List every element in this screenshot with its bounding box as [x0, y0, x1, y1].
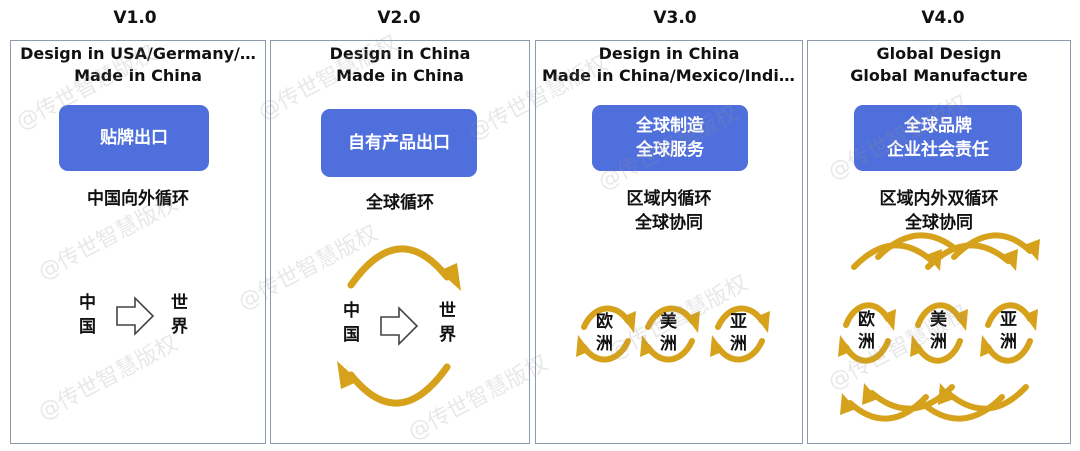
- china-char: 国: [343, 325, 360, 345]
- version-label-v1: V1.0: [113, 8, 157, 28]
- china-char: 中: [343, 301, 360, 321]
- americas-cycle-icon: [910, 302, 968, 364]
- cycle-arrow-top-icon: [347, 245, 451, 289]
- strategy-pill: 自有产品出口: [321, 109, 477, 177]
- version-label-v4: V4.0: [921, 8, 965, 28]
- cycle-description: 全球循环: [271, 191, 529, 215]
- europe-label: 欧 洲: [596, 311, 613, 355]
- europe-label: 欧 洲: [858, 309, 875, 353]
- region-char: 亚: [1000, 310, 1017, 330]
- strategy-pill: 全球制造 全球服务: [592, 105, 748, 171]
- pill-line: 全球品牌: [904, 116, 972, 136]
- region-char: 洲: [730, 334, 747, 354]
- panel-v3: Design in China Made in China/Mexico/Ind…: [535, 40, 803, 444]
- desc-line: 全球协同: [905, 213, 973, 233]
- cycle-arrow-bottom-icon: [347, 363, 451, 407]
- cycle-description: 中国向外循环: [11, 187, 265, 211]
- desc-line: 中国向外循环: [87, 189, 189, 209]
- cycle-description: 区域内循环 全球协同: [536, 187, 802, 235]
- desc-line: 全球循环: [366, 193, 434, 213]
- cycle-description: 区域内外双循环 全球协同: [808, 187, 1070, 235]
- regional-cycles-art: [576, 305, 770, 363]
- desc-line: 区域内循环: [626, 189, 712, 209]
- strategy-pill: 全球品牌 企业社会责任: [854, 105, 1022, 171]
- pill-line: 全球制造: [636, 116, 704, 136]
- world-char: 界: [439, 325, 456, 345]
- region-char: 美: [660, 312, 677, 332]
- world-label: 世 界: [171, 291, 188, 339]
- region-char: 欧: [858, 310, 875, 330]
- panel-v2: Design in China Made in China 自有产品出口 全球循…: [270, 40, 530, 444]
- china-char: 中: [79, 293, 96, 313]
- cycle-arrowhead-icon: [439, 263, 461, 291]
- pill-line: 全球服务: [636, 140, 704, 160]
- region-char: 洲: [858, 332, 875, 352]
- world-char: 界: [171, 317, 188, 337]
- europe-cycle-icon: [576, 305, 636, 363]
- export-arrow-icon: [380, 306, 419, 346]
- pill-line: 贴牌出口: [100, 128, 168, 148]
- panel-v1: Design in USA/Germany/… Made in China 贴牌…: [10, 40, 266, 444]
- europe-cycle-icon: [838, 302, 896, 364]
- region-char: 洲: [1000, 332, 1017, 352]
- americas-cycle-icon: [640, 305, 700, 363]
- outer-cycle-top-icon: [851, 232, 1040, 271]
- region-char: 欧: [596, 312, 613, 332]
- version-label-v2: V2.0: [377, 8, 421, 28]
- cycle-arrowhead-icon: [337, 361, 359, 389]
- asia-cycle-icon: [980, 302, 1038, 364]
- global-cycle-art: [337, 245, 461, 407]
- world-char: 世: [439, 301, 456, 321]
- china-label: 中 国: [343, 299, 360, 347]
- region-char: 美: [930, 310, 947, 330]
- dual-cycle-art: [838, 232, 1040, 422]
- world-char: 世: [171, 293, 188, 313]
- strategy-pill: 贴牌出口: [59, 105, 209, 171]
- desc-line: 全球协同: [635, 213, 703, 233]
- china-label: 中 国: [79, 291, 96, 339]
- outer-cycle-bottom-icon: [840, 383, 1029, 422]
- asia-cycle-icon: [710, 305, 770, 363]
- china-char: 国: [79, 317, 96, 337]
- desc-line: 区域内外双循环: [879, 189, 999, 209]
- asia-label: 亚 洲: [1000, 309, 1017, 353]
- version-label-v3: V3.0: [653, 8, 697, 28]
- region-char: 洲: [596, 334, 613, 354]
- americas-label: 美 洲: [930, 309, 947, 353]
- region-char: 亚: [730, 312, 747, 332]
- region-char: 洲: [930, 332, 947, 352]
- asia-label: 亚 洲: [730, 311, 747, 355]
- pill-line: 自有产品出口: [348, 133, 450, 153]
- pill-line: 企业社会责任: [887, 140, 989, 160]
- region-char: 洲: [660, 334, 677, 354]
- americas-label: 美 洲: [660, 311, 677, 355]
- panel-v4: Global Design Global Manufacture 全球品牌 企业…: [807, 40, 1071, 444]
- world-label: 世 界: [439, 299, 456, 347]
- export-arrow-icon: [116, 296, 155, 336]
